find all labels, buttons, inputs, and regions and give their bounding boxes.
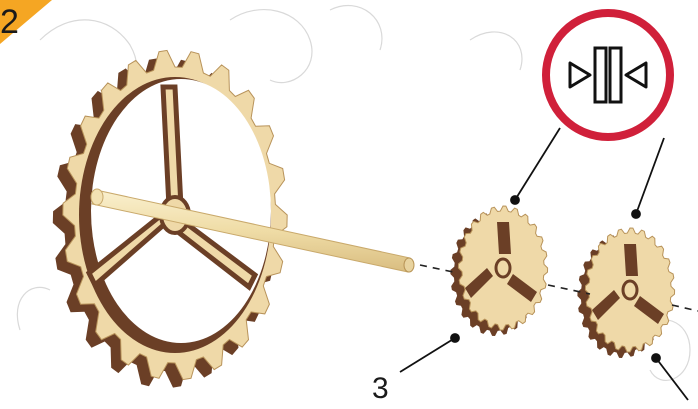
small-gear-1 bbox=[450, 206, 547, 336]
small-gear-2 bbox=[577, 228, 674, 358]
step-number: 2 bbox=[0, 2, 26, 42]
press-together-icon bbox=[546, 13, 670, 137]
step-badge: 2 bbox=[0, 0, 52, 44]
part-number-label: 3 bbox=[372, 372, 389, 406]
